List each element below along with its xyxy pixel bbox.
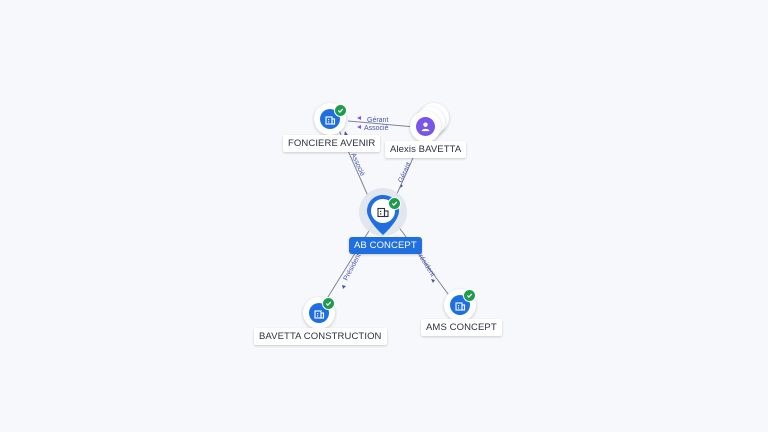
arrow-head [357, 125, 361, 129]
node-label-fonciere-avenir[interactable]: FONCIERE AVENIR [283, 135, 381, 152]
node-core [416, 117, 435, 136]
edge-label-associe-1: Associé [364, 125, 389, 132]
verified-check-icon [334, 104, 347, 117]
edge-label-associe-2: Associé [349, 152, 365, 177]
arrow-head [357, 116, 361, 120]
node-fonciere-avenir[interactable] [314, 103, 347, 135]
arrow-head [344, 131, 348, 136]
edge-label-gerant-2: Gérant [397, 161, 412, 183]
arrow-head [431, 279, 435, 283]
verified-check-icon [463, 289, 476, 302]
node-alexis-bavetta[interactable] [410, 111, 441, 142]
person-icon [421, 122, 430, 132]
edge-alexis-fonciere[interactable] [347, 120, 416, 128]
verified-check-icon [388, 197, 401, 210]
building-icon [455, 302, 466, 311]
building-icon [325, 116, 336, 125]
node-label-bavetta-construction[interactable]: BAVETTA CONSTRUCTION [254, 328, 387, 345]
edge-label-gerant-1: Gérant [367, 117, 388, 124]
arrow-head [342, 285, 346, 289]
node-label-ab-concept[interactable]: AB CONCEPT [349, 237, 422, 254]
building-icon [314, 310, 325, 319]
arrow-head [400, 184, 403, 188]
building-icon [377, 207, 389, 218]
node-label-alexis-bavetta[interactable]: Alexis BAVETTA [385, 141, 467, 158]
node-label-ams-concept[interactable]: AMS CONCEPT [421, 319, 502, 336]
node-bavetta-construction[interactable] [303, 297, 335, 329]
node-ams-concept[interactable] [444, 289, 476, 321]
verified-check-icon [322, 297, 335, 310]
